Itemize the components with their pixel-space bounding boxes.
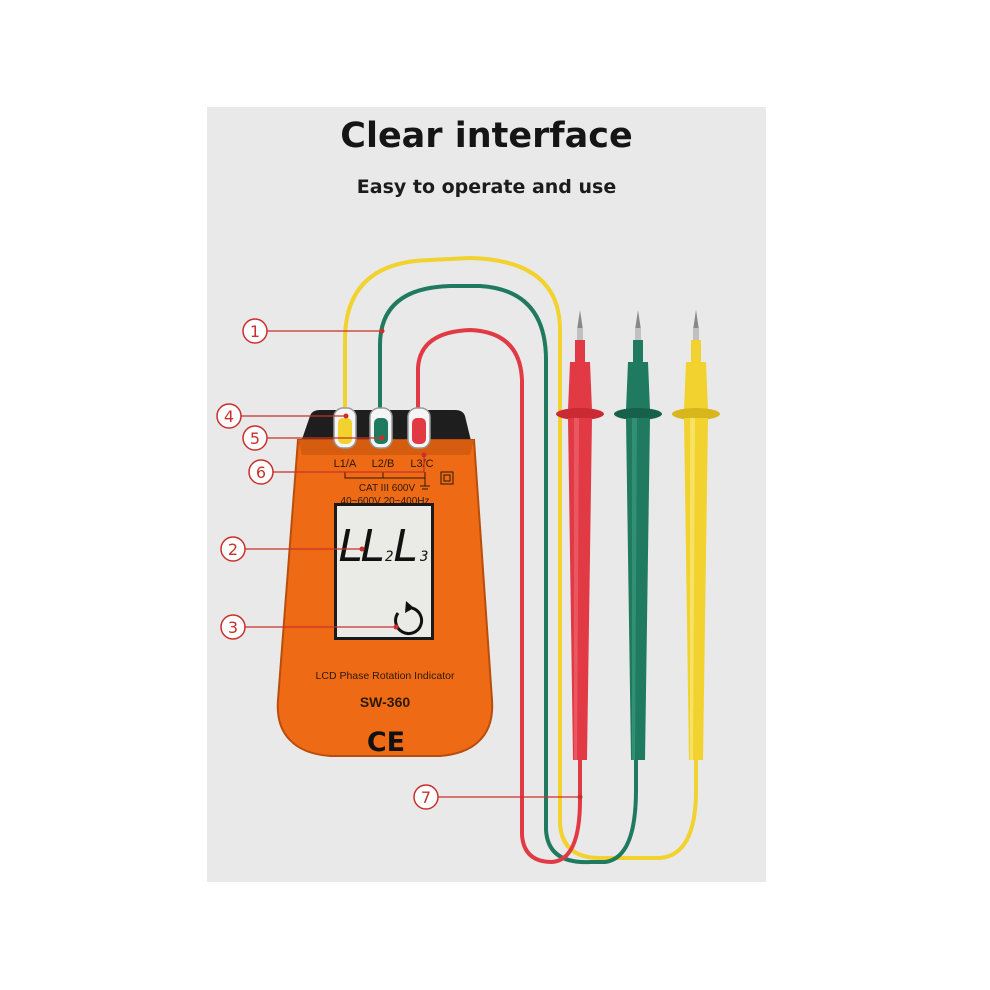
callouts: 1 4 5 6 2 <box>216 318 583 810</box>
svg-text:1: 1 <box>250 322 260 341</box>
svg-text:5: 5 <box>250 429 260 448</box>
port-label-l3: L3/C <box>410 458 433 470</box>
device-name: LCD Phase Rotation Indicator <box>316 670 455 682</box>
page-title: Clear interface <box>340 116 633 156</box>
svg-text:6: 6 <box>256 463 266 482</box>
rating-line-2: 40~600V 20~400Hz <box>341 496 430 507</box>
rating-line-1: CAT III 600V <box>359 483 416 494</box>
test-lead-wires <box>343 255 698 865</box>
red-probe <box>556 310 604 760</box>
port-label-l2: L2/B <box>372 458 395 470</box>
callout-5: 5 <box>242 425 385 451</box>
lcd-sub-2: 2 <box>385 549 393 565</box>
lcd-phase-l3: L <box>393 521 420 572</box>
svg-text:2: 2 <box>228 540 238 559</box>
double-insulation-icon <box>440 471 454 485</box>
input-ports <box>333 407 431 449</box>
callout-6: 6 <box>248 452 427 485</box>
rotation-direction-icon <box>394 601 424 635</box>
green-wire <box>378 284 638 865</box>
callout-3: 3 <box>220 614 399 640</box>
lcd-sub-3: 3 <box>419 549 428 565</box>
callout-1: 1 <box>242 318 385 344</box>
lcd-phase-l1: L <box>338 521 365 572</box>
callout-2: 2 <box>220 536 365 562</box>
test-probes <box>556 310 720 760</box>
green-probe <box>614 310 662 760</box>
callout-7: 7 <box>413 784 583 810</box>
lcd-phase-l2: L <box>360 521 387 572</box>
red-wire <box>416 327 582 865</box>
yellow-probe <box>672 310 720 760</box>
port-label-l1: L1/A <box>334 458 357 470</box>
model-number: SW-360 <box>360 694 411 710</box>
callout-4: 4 <box>216 403 349 429</box>
ce-mark: CE <box>367 727 405 758</box>
page-subtitle: Easy to operate and use <box>356 176 617 198</box>
svg-text:7: 7 <box>421 788 431 807</box>
yellow-wire <box>343 255 698 860</box>
svg-text:3: 3 <box>228 618 238 637</box>
svg-text:4: 4 <box>224 407 234 426</box>
phase-rotation-tester: L1/A L2/B L3/C CAT III 600V 40~600V 20~4… <box>276 407 494 758</box>
